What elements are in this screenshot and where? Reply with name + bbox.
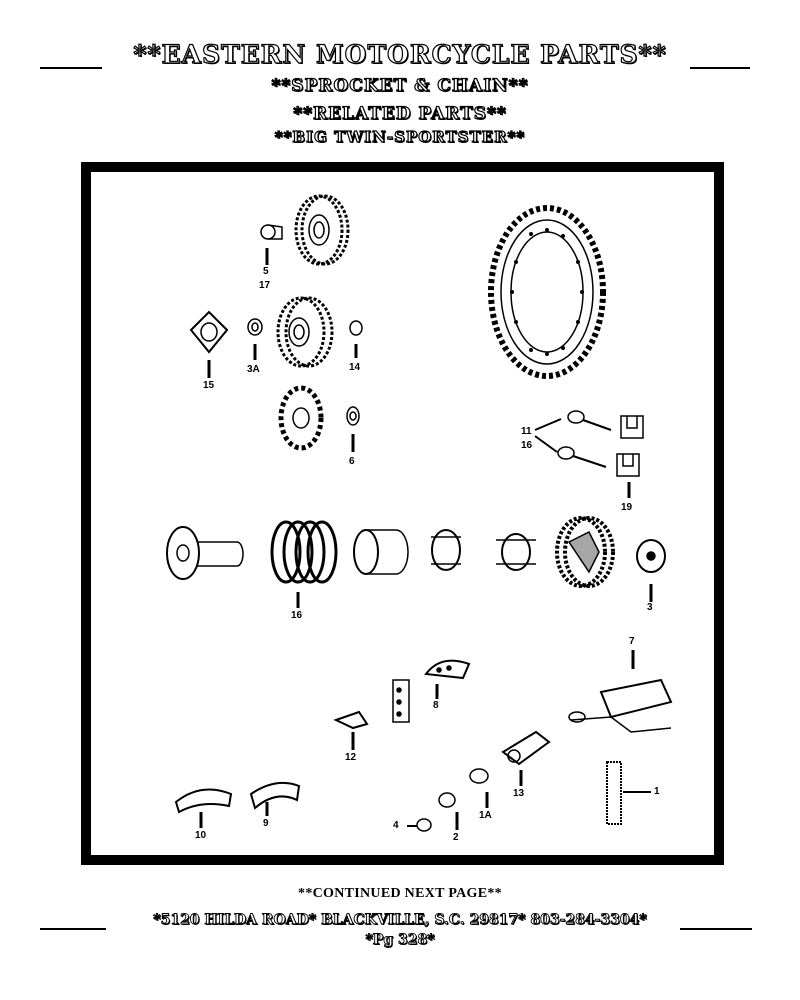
- callout-17: 17: [259, 280, 271, 291]
- part-4-nut-drawing: [416, 818, 432, 832]
- part-17-double-sprocket-drawing: [294, 194, 350, 266]
- callout-16-bolt: 16: [521, 440, 533, 451]
- callout-1a: 1A: [479, 810, 492, 821]
- callout-15: 15: [203, 380, 215, 391]
- bearing-cage-drawing: [431, 529, 461, 571]
- part-13-tensioner-drawing: [501, 730, 551, 766]
- part-5-bushing-drawing: [260, 224, 283, 240]
- part-16-bolt-drawing: [557, 446, 607, 468]
- part-2-washer-drawing: [438, 792, 456, 808]
- part-3a-nut-drawing: [247, 318, 263, 336]
- bearing-sleeve-drawing: [353, 529, 409, 575]
- part-8-shoe-drawing: [424, 659, 471, 680]
- callout-8: 8: [433, 700, 439, 711]
- callout-1: 1: [654, 786, 660, 797]
- part-1-chain-drawing: [606, 761, 622, 825]
- address-rule-right: [680, 928, 752, 930]
- part-10-shoe-drawing: [174, 788, 233, 814]
- middle-double-sprocket-drawing: [276, 296, 334, 368]
- callout-9: 9: [263, 818, 269, 829]
- subtitle-sprocket-chain: **SPROCKET & CHAIN**: [271, 75, 529, 96]
- part-11-bolt-drawing: [567, 410, 612, 431]
- callout-3: 3: [647, 602, 653, 613]
- callout-16-spring: 16: [291, 610, 303, 621]
- callout-7: 7: [629, 636, 635, 647]
- callout-12: 12: [345, 752, 357, 763]
- page-title: **EASTERN MOTORCYCLE PARTS**: [133, 39, 667, 69]
- part-1a-washer-drawing: [469, 768, 489, 784]
- parts-diagram: [166, 194, 673, 832]
- hub-shaft-drawing: [496, 533, 536, 571]
- part-14-ring-drawing: [349, 320, 363, 336]
- part-15-plate-drawing: [189, 310, 229, 354]
- part-12-bracket-drawing: [333, 710, 369, 730]
- part-16-spring-drawing: [270, 520, 338, 584]
- address-rule-left: [40, 928, 106, 930]
- rear-sprocket-drawing: [488, 205, 606, 379]
- title-rule-right: [690, 67, 750, 69]
- title-rule-left: [40, 67, 102, 69]
- footer-address: *5120 HILDA ROAD* BLACKVILLE, S.C. 29817…: [153, 912, 647, 929]
- callout-11: 11: [521, 426, 532, 437]
- continued-note: **CONTINUED NEXT PAGE**: [298, 886, 502, 901]
- clutch-sprocket-drawing: [555, 516, 615, 588]
- part-6-nut-drawing: [346, 406, 360, 426]
- part-9-shoe-drawing: [249, 781, 301, 810]
- callout-5: 5: [263, 266, 269, 277]
- callout-19: 19: [621, 502, 633, 513]
- parts-diagram-frame: 5 17 15 3A 14 6 11 16 19 16 3 7 8 12 13 …: [81, 162, 724, 865]
- side-plate-drawing: [392, 679, 410, 723]
- subtitle-related-parts: **RELATED PARTS**: [293, 103, 507, 124]
- part-7-bracket-drawing: [568, 678, 673, 733]
- callout-10: 10: [195, 830, 207, 841]
- callout-3a: 3A: [247, 364, 260, 375]
- callout-6: 6: [349, 456, 355, 467]
- subtitle-model: **BIG TWIN-SPORTSTER**: [274, 127, 526, 146]
- page-number: *Pg 328*: [365, 932, 435, 949]
- callout-13: 13: [513, 788, 525, 799]
- drum-hub-drawing: [166, 526, 244, 580]
- callout-2: 2: [453, 832, 459, 843]
- part-19-clip-drawing: [616, 415, 644, 477]
- callout-4: 4: [393, 820, 399, 831]
- part-3-washer-drawing: [636, 539, 666, 573]
- single-sprocket-drawing: [278, 385, 324, 451]
- callout-14: 14: [349, 362, 361, 373]
